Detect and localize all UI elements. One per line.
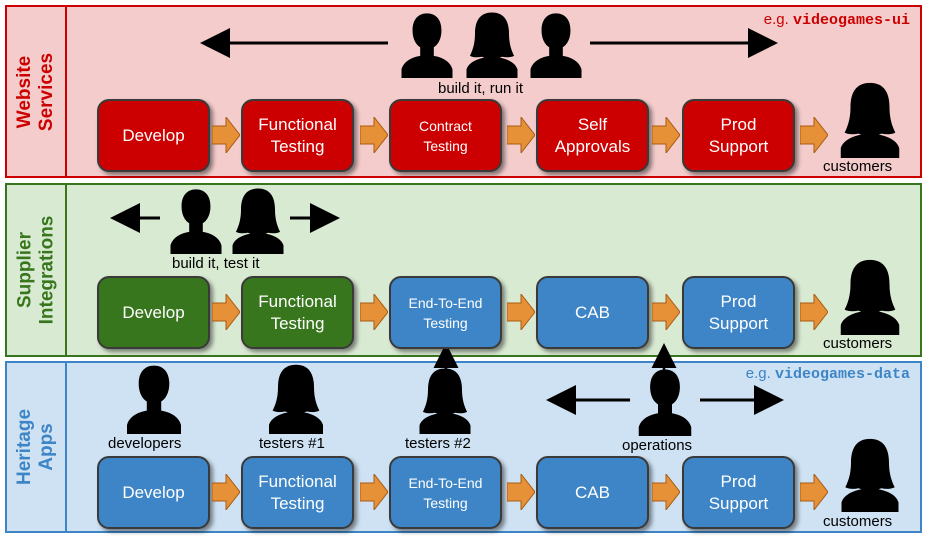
- chevron-arrow-icon: [360, 294, 388, 330]
- chevron-arrow-icon: [507, 474, 535, 510]
- stage-develop: Develop: [97, 456, 210, 529]
- team-caption-website: build it, run it: [438, 80, 524, 97]
- stage-label: Functional: [258, 471, 337, 491]
- chevron-arrow-icon: [800, 294, 828, 330]
- label-cell-heritage: Heritage Apps: [7, 363, 67, 531]
- person-silhouette-icon: [522, 10, 590, 78]
- chevron-arrow-icon: [507, 294, 535, 330]
- person-silhouette-icon: [393, 10, 461, 78]
- customers-label: customers: [823, 335, 893, 352]
- chevron-arrow-icon: [652, 474, 680, 510]
- stage-label: CAB: [575, 482, 610, 502]
- customers-label: customers: [823, 158, 893, 175]
- chevron-arrow-icon: [212, 117, 240, 153]
- customer-silhouette-icon: [836, 80, 904, 158]
- example-code: videogames-ui: [792, 12, 910, 29]
- stage-label: Testing: [423, 137, 468, 154]
- stage-label: Self: [577, 114, 608, 134]
- stage-label: Support: [708, 493, 769, 513]
- stage-label: Develop: [122, 302, 185, 322]
- stage-label: Testing: [423, 494, 468, 511]
- label-cell-website: Website Services: [7, 7, 67, 176]
- example-code: videogames-data: [774, 366, 910, 383]
- role-label-developers: developers: [108, 435, 182, 452]
- stage-label: Contract: [419, 117, 472, 134]
- example-prefix: e.g.: [745, 365, 771, 382]
- stage-label: Prod: [720, 291, 757, 311]
- stage-label: Support: [708, 136, 769, 156]
- stage-label: Prod: [720, 471, 757, 491]
- chevron-arrow-icon: [800, 474, 828, 510]
- person-silhouette-icon: [163, 186, 229, 254]
- chevron-arrow-icon: [652, 294, 680, 330]
- stage-label: Functional: [258, 291, 337, 311]
- team-caption-supplier: build it, test it: [172, 255, 260, 272]
- stage-label: Approvals: [554, 136, 631, 156]
- example-prefix: e.g.: [763, 11, 789, 28]
- stage-develop: Develop: [97, 99, 210, 172]
- stage-label: Testing: [423, 314, 468, 331]
- role-label-testers-2: testers #2: [405, 435, 471, 452]
- developer-silhouette-icon: [120, 362, 188, 434]
- stage-cab: CAB: [536, 456, 649, 529]
- role-label-testers-1: testers #1: [259, 435, 325, 452]
- person-silhouette-icon: [458, 10, 526, 78]
- example-repo-website: e.g. videogames-ui: [764, 11, 910, 29]
- example-repo-heritage: e.g. videogames-data: [746, 365, 910, 383]
- chevron-arrow-icon: [652, 117, 680, 153]
- role-label-operations: operations: [622, 437, 693, 454]
- chevron-arrow-icon: [507, 117, 535, 153]
- stage-label: Support: [708, 313, 769, 333]
- stage-label: CAB: [575, 302, 610, 322]
- stage-develop: Develop: [97, 276, 210, 349]
- chevron-arrow-icon: [212, 294, 240, 330]
- customer-silhouette-icon: [836, 257, 904, 335]
- stage-label: Develop: [122, 125, 185, 145]
- stage-label: Testing: [270, 313, 325, 333]
- customers-label: customers: [823, 513, 893, 530]
- label-cell-supplier: Supplier Integrations: [7, 185, 67, 355]
- stage-label: Functional: [258, 114, 337, 134]
- stage-cab: CAB: [536, 276, 649, 349]
- stage-label: End-To-End: [408, 474, 483, 491]
- chevron-arrow-icon: [360, 117, 388, 153]
- chevron-arrow-icon: [800, 117, 828, 153]
- person-silhouette-icon: [227, 186, 289, 254]
- tester-silhouette-icon: [265, 362, 327, 434]
- stage-label: Testing: [270, 493, 325, 513]
- tester-silhouette-icon: [414, 366, 476, 434]
- stage-label: Prod: [720, 114, 757, 134]
- stage-label: End-To-End: [408, 294, 483, 311]
- customer-silhouette-icon: [836, 436, 904, 512]
- chevron-arrow-icon: [360, 474, 388, 510]
- stage-label: Develop: [122, 482, 185, 502]
- chevron-arrow-icon: [212, 474, 240, 510]
- operations-silhouette-icon: [630, 366, 700, 436]
- stage-label: Testing: [270, 136, 325, 156]
